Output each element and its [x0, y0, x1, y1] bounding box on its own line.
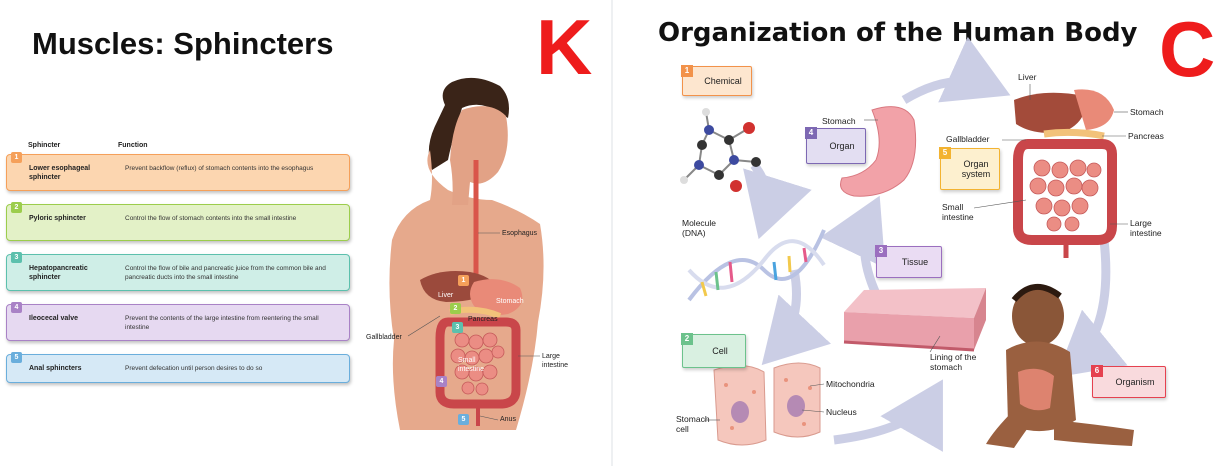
label-esophagus: Esophagus [502, 230, 537, 237]
marker-3: 3 [452, 322, 463, 333]
level-organ: 4 Organ [806, 128, 866, 164]
panel-divider [611, 0, 613, 466]
label-gallbladder: Gallbladder [366, 334, 402, 341]
dna-helix [689, 230, 824, 300]
label-stomach-organ: Stomach [822, 116, 856, 126]
label-anus: Anus [500, 416, 516, 423]
label-lining-of-stomach: Lining of the stomach [930, 352, 980, 372]
level-number: 5 [939, 147, 951, 159]
level-label: Cell [699, 335, 741, 367]
digestive-system [1014, 89, 1114, 258]
label-stomach-cell: Stomach cell [676, 414, 706, 434]
marker-2: 2 [450, 303, 461, 314]
level-label: Organism [1109, 367, 1161, 397]
label-small-intestine: Small intestine [942, 202, 978, 222]
label-small-intestine: Small intestine [458, 356, 492, 374]
level-cell: 2 Cell [682, 334, 746, 368]
organization-slide: Organization of the Human Body C [614, 0, 1229, 466]
level-organ-system: 5 Organ system [940, 148, 1000, 190]
label-mitochondria: Mitochondria [826, 379, 875, 389]
label-stomach: Stomach [496, 298, 524, 305]
level-number: 4 [805, 127, 817, 139]
level-label: Tissue [893, 247, 937, 277]
label-liver: Liver [438, 292, 453, 299]
level-number: 6 [1091, 365, 1103, 377]
label-large-intestine: Large intestine [1130, 218, 1170, 238]
label-stomach-system: Stomach [1130, 107, 1164, 117]
marker-1: 1 [458, 275, 469, 286]
level-tissue: 3 Tissue [876, 246, 942, 278]
level-chemical: 1 Chemical [682, 66, 752, 96]
molecule-model [680, 108, 761, 192]
stomach-lining-tissue [844, 288, 986, 350]
level-label: Organ [823, 129, 861, 163]
level-label: Chemical [699, 67, 747, 95]
level-number: 3 [875, 245, 887, 257]
level-number: 2 [681, 333, 693, 345]
level-number: 1 [681, 65, 693, 77]
label-gallbladder: Gallbladder [946, 134, 989, 144]
level-organism: 6 Organism [1092, 366, 1166, 398]
label-large-intestine: Large intestine [542, 352, 576, 370]
sphincters-slide: Muscles: Sphincters K Sphincter Function… [0, 0, 612, 466]
label-nucleus: Nucleus [826, 407, 857, 417]
label-molecule-dna: Molecule (DNA) [682, 218, 726, 238]
label-pancreas: Pancreas [1128, 131, 1164, 141]
stomach-cells [714, 363, 820, 445]
label-liver: Liver [1018, 72, 1036, 82]
marker-4: 4 [436, 376, 447, 387]
level-label: Organ system [957, 149, 995, 189]
label-pancreas: Pancreas [468, 316, 498, 323]
marker-5: 5 [458, 414, 469, 425]
